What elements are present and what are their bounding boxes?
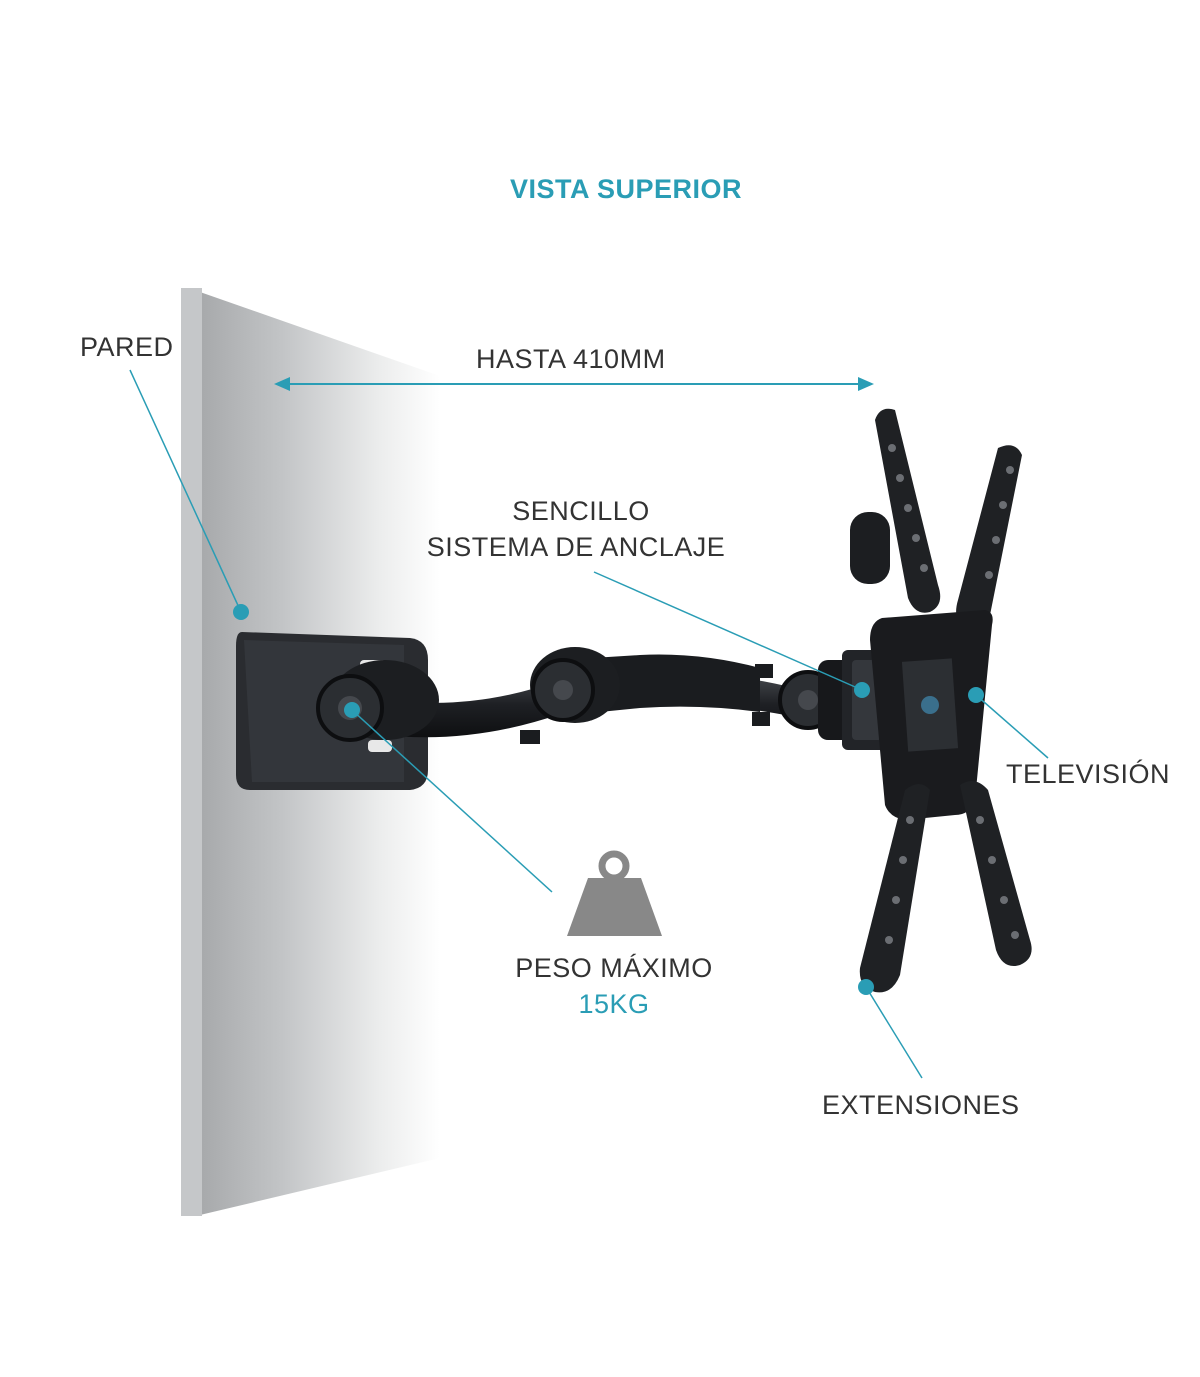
pivot-joints <box>316 647 838 742</box>
weight-label: PESO MÁXIMO <box>515 953 713 983</box>
wall-plate-slot <box>368 740 392 752</box>
extension-hole <box>992 536 1000 544</box>
callout-dots <box>233 604 984 995</box>
anchor-label-line2: SISTEMA DE ANCLAJE <box>426 532 726 562</box>
distance-label: HASTA 410MM <box>476 344 666 374</box>
extension-hole <box>976 816 984 824</box>
anchor-callout-line <box>593 571 863 691</box>
vesa-bracket <box>850 408 1032 993</box>
wall-callout-line <box>129 369 242 613</box>
extension-hole <box>1000 896 1008 904</box>
tv-label: TELEVISIÓN <box>1006 759 1171 789</box>
callouts <box>129 369 1049 1079</box>
arm-bolt <box>752 712 770 726</box>
extension-hole <box>920 564 928 572</box>
weight-icon <box>567 850 662 936</box>
anchor-callout-dot <box>854 682 870 698</box>
extension-hole <box>912 534 920 542</box>
tv-callout-line <box>975 694 1049 759</box>
wall-callout-dot <box>233 604 249 620</box>
extension-arm-lower-left <box>859 784 930 993</box>
extension-arm-upper-right <box>956 445 1022 630</box>
distance-arrow-head-right <box>858 377 874 391</box>
extensions-callout-dot <box>858 979 874 995</box>
weight-value: 15KG <box>578 989 650 1019</box>
arm-bolt <box>755 664 773 678</box>
extension-hole <box>985 571 993 579</box>
extensions-label: EXTENSIONES <box>822 1090 1020 1120</box>
bracket-knob <box>850 512 890 584</box>
extension-hole <box>892 896 900 904</box>
distance-arrow-head-left <box>274 377 290 391</box>
page-title: VISTA SUPERIOR <box>509 174 743 204</box>
extension-hole <box>904 504 912 512</box>
extension-hole <box>899 856 907 864</box>
extension-hole <box>906 816 914 824</box>
extension-hole <box>885 936 893 944</box>
extension-hole <box>888 444 896 452</box>
anchor-label-line1: SENCILLO <box>512 496 650 526</box>
wall-edge <box>181 288 202 1216</box>
extension-hole <box>988 856 996 864</box>
weight-callout-line <box>351 709 553 893</box>
middle-joint-cap <box>553 680 573 700</box>
extension-hole <box>999 501 1007 509</box>
extension-arm-lower-right <box>960 781 1032 966</box>
weight-callout-dot <box>344 702 360 718</box>
head-joint-cap <box>798 690 818 710</box>
extension-hole <box>1006 466 1014 474</box>
extension-hole <box>896 474 904 482</box>
extension-hole <box>1011 931 1019 939</box>
distance-arrow <box>274 377 874 391</box>
tv-callout-dot <box>968 687 984 703</box>
arm-bolt <box>520 730 540 744</box>
extensions-callout-line <box>865 986 923 1079</box>
bracket-center-bolt <box>921 696 939 714</box>
wall-label: PARED <box>80 332 174 362</box>
